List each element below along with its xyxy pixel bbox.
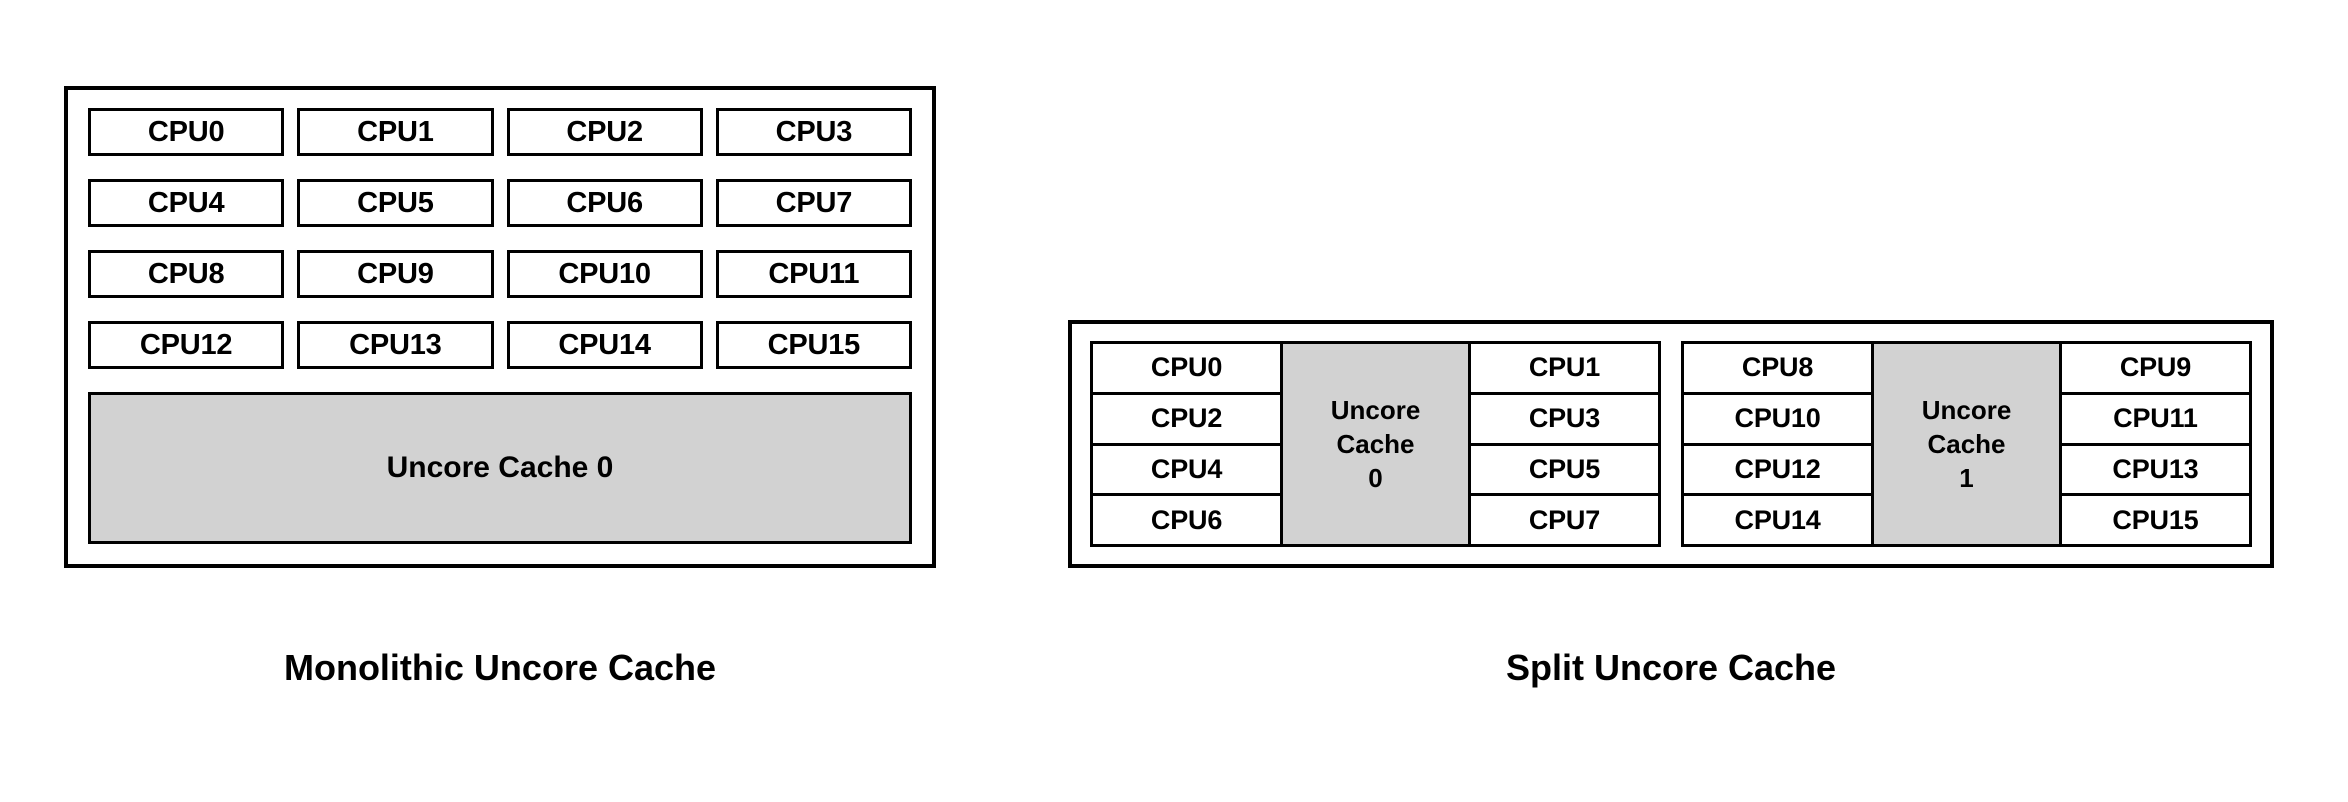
- cpu-box: CPU5: [297, 179, 494, 227]
- cpu-box: CPU0: [88, 108, 285, 156]
- cpu-box: CPU3: [715, 108, 912, 156]
- uncore-cache-index: 0: [1368, 463, 1383, 494]
- cpu-box: CPU13: [2061, 445, 2249, 497]
- monolithic-caption: Monolithic Uncore Cache: [283, 647, 717, 688]
- split-caption: Split Uncore Cache: [1505, 647, 1837, 688]
- cpu-box: CPU4: [88, 179, 285, 227]
- cpu-box: CPU7: [715, 179, 912, 227]
- cpu-box: CPU5: [1470, 445, 1658, 497]
- uncore-cache-box-1: Uncore Cache 1: [1871, 344, 2062, 544]
- cpu-box: CPU8: [1684, 344, 1872, 395]
- cpu-box: CPU15: [2061, 496, 2249, 544]
- split-cluster-0: CPU0 CPU2 CPU4 CPU6 Uncore Cache 0 CPU1 …: [1090, 341, 1661, 547]
- monolithic-cpu-grid: CPU0 CPU1 CPU2 CPU3 CPU4 CPU5 CPU6 CPU7 …: [88, 108, 912, 369]
- cpu-box: CPU10: [1684, 394, 1872, 446]
- uncore-cache-label-line: Uncore: [1330, 394, 1421, 425]
- cpu-box: CPU12: [88, 321, 285, 369]
- cpu-box: CPU11: [2061, 394, 2249, 446]
- uncore-cache-box: Uncore Cache 0: [88, 392, 912, 544]
- split-cluster-1: CPU8 CPU10 CPU12 CPU14 Uncore Cache 1 CP…: [1681, 341, 2252, 547]
- cpu-box: CPU13: [297, 321, 494, 369]
- cpu-box: CPU6: [1093, 496, 1281, 544]
- uncore-cache-label-line: Cache: [1336, 428, 1415, 459]
- cpu-box: CPU4: [1093, 445, 1281, 497]
- cpu-box: CPU14: [1684, 496, 1872, 544]
- cpu-box: CPU9: [2061, 344, 2249, 395]
- uncore-cache-index: 1: [1959, 463, 1974, 494]
- cpu-box: CPU7: [1470, 496, 1658, 544]
- cpu-box: CPU2: [506, 108, 703, 156]
- cluster1-right-cpu-column: CPU9 CPU11 CPU13 CPU15: [2061, 344, 2249, 544]
- split-uncore-panel: CPU0 CPU2 CPU4 CPU6 Uncore Cache 0 CPU1 …: [1068, 320, 2274, 568]
- cpu-box: CPU3: [1470, 394, 1658, 446]
- cpu-box: CPU12: [1684, 445, 1872, 497]
- monolithic-uncore-panel: CPU0 CPU1 CPU2 CPU3 CPU4 CPU5 CPU6 CPU7 …: [64, 86, 936, 568]
- cpu-box: CPU15: [715, 321, 912, 369]
- cpu-box: CPU8: [88, 250, 285, 298]
- cpu-box: CPU11: [715, 250, 912, 298]
- cpu-box: CPU6: [506, 179, 703, 227]
- uncore-cache-label-line: Uncore: [1921, 394, 2012, 425]
- cpu-box: CPU1: [1470, 344, 1658, 395]
- cpu-box: CPU2: [1093, 394, 1281, 446]
- cpu-box: CPU1: [297, 108, 494, 156]
- cpu-box: CPU10: [506, 250, 703, 298]
- uncore-cache-label-line: Cache: [1927, 428, 2006, 459]
- cpu-box: CPU14: [506, 321, 703, 369]
- cluster0-left-cpu-column: CPU0 CPU2 CPU4 CPU6: [1093, 344, 1281, 544]
- cpu-box: CPU0: [1093, 344, 1281, 395]
- cpu-box: CPU9: [297, 250, 494, 298]
- cluster0-right-cpu-column: CPU1 CPU3 CPU5 CPU7: [1470, 344, 1658, 544]
- cluster1-left-cpu-column: CPU8 CPU10 CPU12 CPU14: [1684, 344, 1872, 544]
- uncore-cache-box-0: Uncore Cache 0: [1280, 344, 1471, 544]
